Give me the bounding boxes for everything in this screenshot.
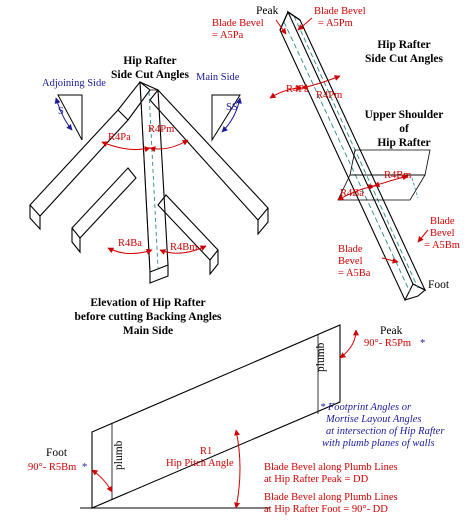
blade-bevel-a5pm-2: = A5Pm: [318, 18, 353, 29]
left-rafter-1: [29, 109, 129, 217]
upper-shoulder-line1: Upper Shoulder: [365, 109, 444, 121]
right-foot-label: Foot: [428, 279, 450, 291]
note-line2: Mortise Layout Angles: [325, 414, 421, 425]
elevation-title-line3: Main Side: [123, 325, 173, 337]
blade-bevel-a5pa-1: Blade Bevel: [212, 18, 264, 29]
ss-label: SS: [226, 102, 238, 113]
blade-bevel-a5ba-2: Bevel: [338, 256, 363, 267]
right-r4pm: R4Pm: [316, 90, 342, 101]
left-r4pm: R4Pm: [148, 124, 174, 135]
right-title-line1: Hip Rafter: [377, 39, 430, 51]
bb-peak-line1: Blade Bevel along Plumb Lines: [264, 462, 398, 473]
left-r4bm: R4Bm: [170, 242, 197, 253]
right-r4bm: R4Bm: [384, 170, 411, 181]
bb-foot-line1: Blade Bevel along Plumb Lines: [264, 492, 398, 503]
left-title-line1: Hip Rafter: [123, 55, 176, 67]
foot-angle-label: 90°- R5Bm: [28, 462, 76, 473]
elevation-angle-arcs: [91, 329, 359, 509]
right-rafter-2: [157, 194, 219, 261]
hip-pitch-label: Hip Pitch Angle: [166, 458, 234, 469]
left-rafter-assembly: [29, 81, 269, 284]
right-r4pa: R4Pa: [286, 84, 309, 95]
elevation-peak-label: Peak: [380, 325, 403, 337]
elevation-title-line1: Elevation of Hip Rafter: [90, 297, 205, 309]
blade-bevel-a5pa-2: = A5Pa: [212, 30, 244, 41]
peak-star: *: [420, 338, 425, 349]
blade-bevel-a5ba-1: Blade: [338, 244, 363, 255]
foot-plumb-label: plumb: [113, 440, 125, 470]
right-peak-label: Peak: [256, 5, 279, 17]
left-rafter-2: [71, 167, 137, 239]
bb-peak-line2: at Hip Rafter Peak = DD: [264, 474, 369, 485]
peak-angle-label: 90°- R5Pm: [364, 338, 411, 349]
blade-bevel-a5ba-3: = A5Ba: [338, 268, 371, 279]
label-layer: Hip Rafter Side Cut Angles Adjoining Sid…: [28, 5, 460, 515]
right-rafter-1: [149, 89, 269, 221]
r1-label: R1: [200, 446, 212, 457]
hip-rafter: [139, 81, 169, 273]
elevation-title-line2: before cutting Backing Angles: [74, 311, 222, 323]
peak-plumb-label: plumb: [315, 342, 327, 372]
left-title-line2: Side Cut Angles: [111, 69, 189, 81]
main-side-triangle: [211, 94, 242, 142]
right-angle-arcs: [269, 17, 429, 264]
left-r4ba: R4Ba: [118, 238, 142, 249]
bb-foot-line2: at Hip Rafter Foot = 90°- DD: [264, 504, 388, 515]
blade-bevel-a5bm-3: = A5Bm: [424, 240, 460, 251]
blade-bevel-a5pm-1: Blade Bevel: [314, 6, 366, 17]
note-line3: at intersection of Hip Rafter: [326, 426, 445, 437]
foot-star: *: [82, 462, 87, 473]
adjoining-side-triangle: [54, 94, 83, 141]
upper-shoulder-line2: of: [399, 123, 409, 135]
left-angle-arcs: [101, 139, 207, 255]
upper-shoulder-line3: Hip Rafter: [377, 137, 430, 149]
blade-bevel-a5bm-1: Blade: [430, 216, 455, 227]
right-title-line2: Side Cut Angles: [365, 53, 443, 65]
s-label: S: [58, 106, 64, 117]
elevation-foot-label: Foot: [46, 447, 68, 459]
adjoining-side-label: Adjoining Side: [42, 78, 106, 89]
main-side-label: Main Side: [196, 72, 240, 83]
note-line4: with plumb planes of walls: [322, 438, 435, 449]
right-r4ba: R4Ba: [340, 188, 364, 199]
note-line1: * Footprint Angles or: [320, 402, 412, 413]
left-r4pa: R4Pa: [108, 132, 131, 143]
blade-bevel-a5bm-2: Bevel: [430, 228, 455, 239]
